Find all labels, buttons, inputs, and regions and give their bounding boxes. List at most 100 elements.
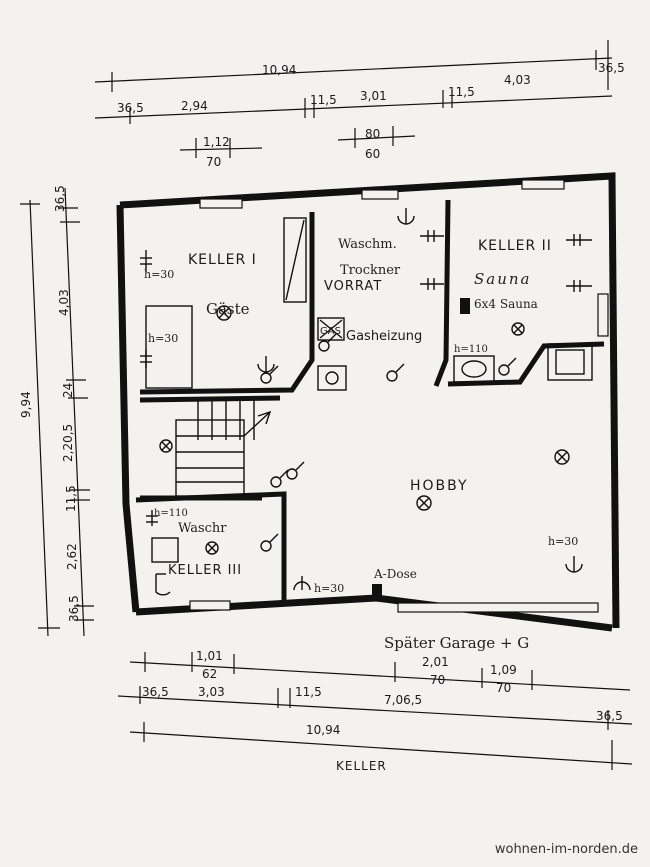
room-keller1-label: KELLER I <box>188 252 257 268</box>
light-icon <box>554 449 570 465</box>
watermark: wohnen-im-norden.de <box>494 842 638 857</box>
room-waschr-label: Waschr <box>178 521 227 536</box>
dim-top-seg3: 4,03 <box>504 73 531 87</box>
outlet-icon <box>257 356 275 373</box>
wall-socket-icon <box>146 510 158 526</box>
sauna-size-label: 6x4 Sauna <box>474 297 538 311</box>
window-sauna <box>597 293 609 337</box>
bottom-dimension-chain: 1,01 62 2,01 70 1,09 70 36,5 3,03 11,5 7… <box>117 649 633 770</box>
garage-door-opening <box>397 602 599 613</box>
wall-socket-icon <box>420 230 444 242</box>
gas-heating-unit <box>317 317 347 391</box>
dim-left-total: 9,94 <box>19 391 33 418</box>
dim-bottom-seg2: 7,06,5 <box>384 693 422 707</box>
dim-bottom-end-right: 36,5 <box>596 709 623 723</box>
spaeter-garage-label: Später Garage + G <box>384 634 529 652</box>
height-label: h=30 <box>148 332 178 345</box>
switch-icon <box>270 469 289 488</box>
dim-top-wall1: 11,5 <box>310 93 337 107</box>
wall-socket-icon <box>566 280 592 292</box>
dim-left-seg2: 2,20,5 <box>61 424 75 462</box>
dim-top-total: 10,94 <box>262 63 296 77</box>
dim-top-wall2: 11,5 <box>448 85 475 99</box>
outlet-icon <box>293 576 311 591</box>
dim-top-end-right: 36,5 <box>598 61 625 75</box>
dim-win1-top: 1,12 <box>203 135 230 149</box>
room-waschm-label: Waschm. <box>338 237 397 252</box>
outlet-icon <box>397 208 415 225</box>
electrical-symbols <box>140 208 592 600</box>
room-gaeste-label: Gäste <box>206 300 250 318</box>
dim-bottom-o2-bottom: 70 <box>430 673 445 687</box>
room-trockner-label: Trockner <box>340 263 401 278</box>
left-dimension-chain: 9,94 36,5 4,03 24 2,20,5 11,5 2,62 36,5 <box>19 185 94 637</box>
dim-bottom-start-left: 36,5 <box>142 685 169 699</box>
room-vorrat-label: VORRAT <box>324 279 382 294</box>
sauna-stove <box>547 343 593 381</box>
height-label: h=30 <box>314 582 344 595</box>
switch-icon <box>386 363 405 382</box>
switch-icon <box>498 357 517 376</box>
gas-label: GAS <box>320 326 341 337</box>
light-icon <box>416 495 432 511</box>
height-label: h=30 <box>144 268 174 281</box>
keller2-fixtures <box>453 298 593 383</box>
room-gasheizung-label: Gasheizung <box>346 329 422 344</box>
top-dimension-chain: 10,94 36,5 36,5 2,94 11,5 3,01 11,5 4,03… <box>94 40 625 169</box>
dim-left-top: 36,5 <box>53 185 67 212</box>
dim-win2-top: 80 <box>365 127 380 141</box>
dim-bottom-seg1: 3,03 <box>198 685 225 699</box>
plan-title: KELLER <box>336 759 387 773</box>
dim-top-start-left: 36,5 <box>117 101 144 115</box>
light-icon <box>511 322 525 336</box>
dim-left-wall: 11,5 <box>64 485 78 512</box>
window-keller3 <box>189 600 231 611</box>
dim-left-bottom: 36,5 <box>67 595 81 622</box>
wall-socket-icon <box>140 350 152 368</box>
height-label: h=110 <box>154 508 188 519</box>
height-annotations: h=30 h=30 h=110 h=110 h=30 h=30 <box>144 268 578 595</box>
height-label: h=30 <box>548 535 578 548</box>
wall-socket-icon <box>566 234 592 246</box>
switch-icon <box>260 365 279 384</box>
outlet-icon <box>565 556 583 573</box>
dim-win2-bottom: 60 <box>365 147 380 161</box>
dim-win1-bottom: 70 <box>206 155 221 169</box>
dim-bottom-o1-bottom: 62 <box>202 667 217 681</box>
dim-bottom-wall: 11,5 <box>295 685 322 699</box>
window-keller1 <box>199 198 243 209</box>
switch-icon <box>318 333 337 352</box>
switch-icon <box>286 461 305 480</box>
dim-left-seg1: 4,03 <box>57 289 71 316</box>
dim-top-seg2: 3,01 <box>360 89 387 103</box>
room-hobby-label: HOBBY <box>410 478 469 494</box>
dim-left-seg3: 2,62 <box>65 543 79 570</box>
dim-top-seg1: 2,94 <box>181 99 208 113</box>
light-icon <box>159 439 173 453</box>
room-keller3-label: KELLER III <box>168 563 242 578</box>
room-keller2-label: KELLER II <box>478 238 552 254</box>
window-keller2 <box>521 179 565 190</box>
light-icon <box>205 541 219 555</box>
wall-socket-icon <box>420 278 444 290</box>
room-labels: KELLER I Gäste Waschm. Trockner VORRAT G… <box>168 237 552 652</box>
height-label: h=110 <box>454 344 488 355</box>
dim-bottom-o2-top: 2,01 <box>422 655 449 669</box>
room-sauna-label: Sauna <box>474 270 531 288</box>
wardrobe <box>283 217 307 303</box>
keller3-fixtures <box>151 537 179 596</box>
dim-bottom-o3-bottom: 70 <box>496 681 511 695</box>
switch-icon <box>260 533 279 552</box>
dim-bottom-total: 10,94 <box>306 723 340 737</box>
window-vorrat <box>361 189 399 200</box>
light-icon <box>216 305 232 321</box>
dim-bottom-o1-top: 1,01 <box>196 649 223 663</box>
inner-walls <box>135 199 605 600</box>
a-dose-box <box>372 584 382 600</box>
dim-bottom-o3-top: 1,09 <box>490 663 517 677</box>
a-dose-label: A-Dose <box>373 567 417 581</box>
staircase <box>175 400 272 497</box>
ceiling-lights <box>159 305 570 555</box>
sauna-control-box <box>460 298 470 314</box>
